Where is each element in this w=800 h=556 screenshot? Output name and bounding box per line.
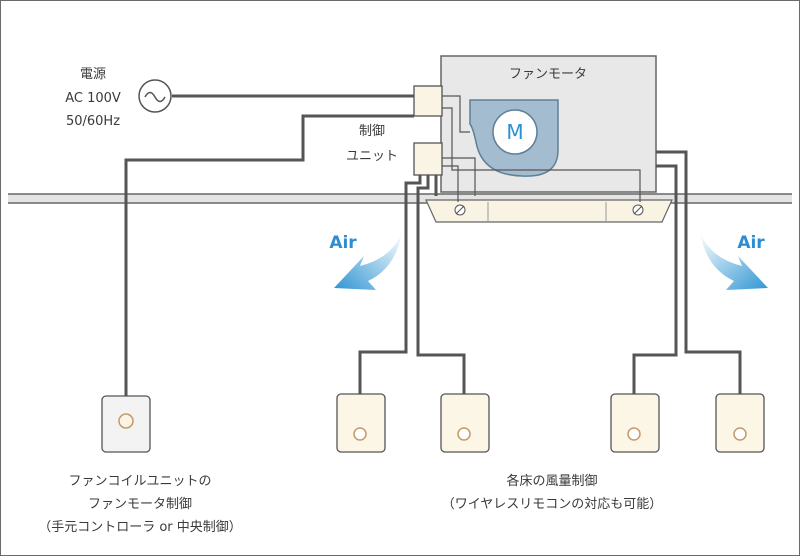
caption-right-1: 各床の風量制御 [506, 473, 597, 489]
ac-source-icon [138, 79, 172, 113]
power-label-3: 50/60Hz [66, 114, 120, 129]
motor-symbol: M [506, 120, 523, 144]
caption-left-1: ファンコイルユニットの [68, 474, 211, 489]
air-arrow-right-icon [700, 232, 768, 290]
wall-switch-icon [610, 393, 660, 453]
wall-switch-icon [101, 395, 151, 453]
power-label-1: 電源 [80, 67, 106, 82]
air-label-right: Air [737, 233, 765, 253]
air-label-left: Air [329, 233, 357, 253]
fan-motor-label: ファンモータ [509, 67, 587, 82]
control-unit-upper [413, 85, 443, 117]
caption-right-2: （ワイヤレスリモコンの対応も可能） [442, 497, 663, 512]
caption-left-3: （手元コントローラ or 中央制御） [38, 520, 242, 535]
control-unit-label-1: 制御 [359, 124, 385, 139]
wiring [124, 94, 742, 398]
fan-motor-icon: M [469, 99, 559, 177]
control-unit-lower [413, 142, 443, 176]
control-unit-label-2: ユニット [346, 149, 398, 164]
wall-switch-icon [440, 393, 490, 453]
wall-switch-icon [336, 393, 386, 453]
caption-left-2: ファンモータ制御 [88, 497, 192, 512]
power-label-2: AC 100V [65, 91, 121, 106]
air-outlet-panel [425, 199, 673, 223]
air-arrow-left-icon [334, 232, 402, 290]
wall-switch-icon [715, 393, 765, 453]
